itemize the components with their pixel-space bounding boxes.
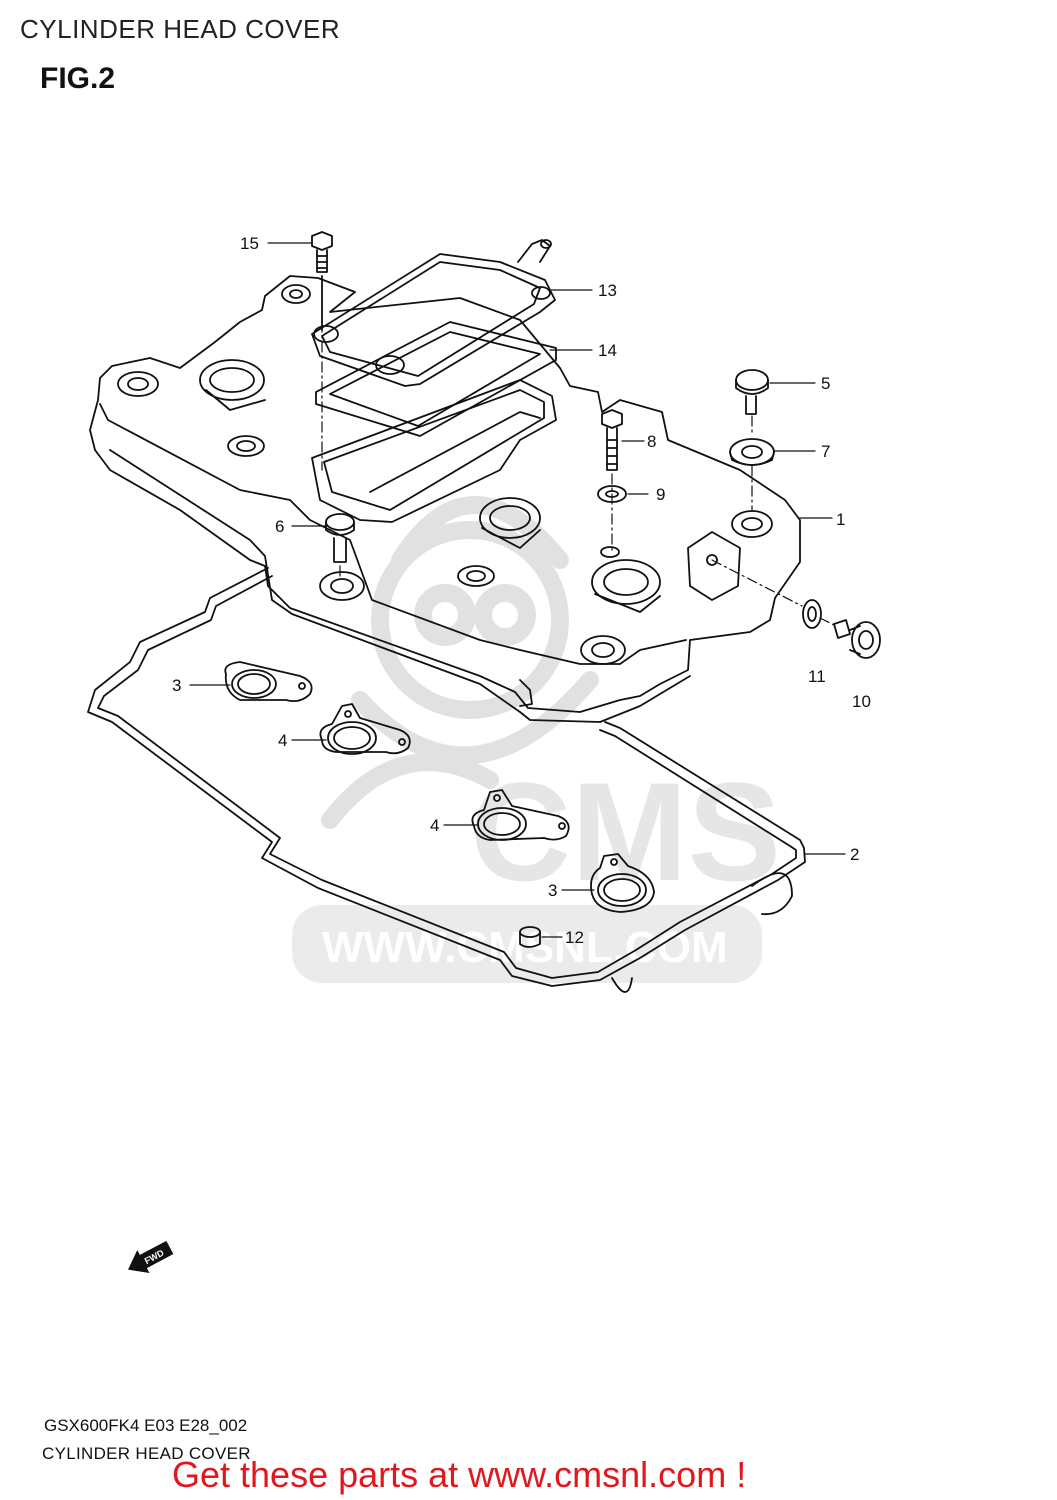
callout-14: 14 xyxy=(598,341,617,360)
grommet-7 xyxy=(729,438,775,466)
callout-11: 11 xyxy=(808,667,826,686)
callout-13: 13 xyxy=(598,281,617,300)
cover-gasket xyxy=(87,567,806,993)
plug-gasket-3-lower xyxy=(590,853,655,913)
callout-12: 12 xyxy=(565,928,584,947)
watermark-url: WWW.CMSNL.COM xyxy=(322,923,728,972)
bolt-5 xyxy=(735,369,769,415)
bolt-6 xyxy=(325,513,355,563)
section-title: CYLINDER HEAD COVER xyxy=(42,1444,251,1463)
breather-cover xyxy=(311,239,556,387)
assembly-lines xyxy=(321,281,837,627)
callout-2: 2 xyxy=(850,845,859,864)
plug-gasket-3-upper xyxy=(224,661,313,703)
callout-5: 5 xyxy=(821,374,830,393)
plug-gasket-4-upper xyxy=(319,703,411,755)
figure-label: FIG.2 xyxy=(40,62,116,95)
watermark-brand: CMS xyxy=(470,753,781,910)
callout-1: 1 xyxy=(836,510,845,529)
promo-link[interactable]: Get these parts at www.cmsnl.com ! xyxy=(172,1454,747,1495)
washer-11 xyxy=(802,599,822,629)
dowel-pin-12 xyxy=(519,926,541,948)
callout-3-upper: 3 xyxy=(172,676,181,695)
callout-9: 9 xyxy=(656,485,665,504)
cylinder-head-cover xyxy=(89,275,801,723)
callout-4-upper: 4 xyxy=(278,731,287,750)
callouts: 15 13 14 5 8 7 9 1 6 11 10 3 4 4 2 3 12 xyxy=(172,234,871,947)
watermark: CMS WWW.CMSNL.COM xyxy=(292,496,781,983)
callout-6: 6 xyxy=(275,517,284,536)
model-code: GSX600FK4 E03 E28_002 xyxy=(44,1416,248,1435)
callout-7: 7 xyxy=(821,442,830,461)
fwd-arrow-icon: FWD xyxy=(128,1240,174,1273)
plug-gasket-4-lower xyxy=(471,789,570,841)
bolt-8 xyxy=(601,409,623,471)
callout-4-lower: 4 xyxy=(430,816,439,835)
bolt-15 xyxy=(311,231,333,331)
page-title: CYLINDER HEAD COVER xyxy=(20,14,341,44)
callout-8: 8 xyxy=(647,432,656,451)
leader-lines xyxy=(189,242,846,938)
bolt-10 xyxy=(833,619,881,659)
breather-gasket xyxy=(315,321,557,437)
callout-15: 15 xyxy=(240,234,259,253)
callout-10: 10 xyxy=(852,692,871,711)
callout-3-lower: 3 xyxy=(548,881,557,900)
